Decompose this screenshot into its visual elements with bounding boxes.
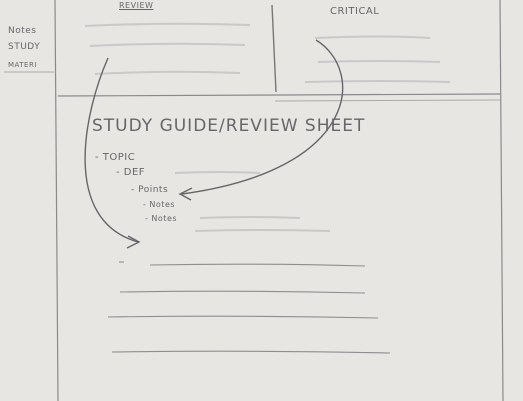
review-column-header: REVIEW xyxy=(119,1,154,10)
outline-notes-2: - Notes xyxy=(145,214,178,223)
critical-column-header: CRITICAL xyxy=(330,6,380,17)
column-divider xyxy=(271,4,277,93)
review-to-notes-arrowhead xyxy=(126,235,141,249)
critical-to-points-arrow xyxy=(181,39,344,195)
margin-label-notes: Notes xyxy=(8,26,37,36)
header-divider xyxy=(57,93,501,97)
header-divider-faint xyxy=(274,99,501,102)
outline-notes-1: - Notes xyxy=(143,200,176,209)
critical-column-scribbles xyxy=(304,35,451,83)
sheet-title: STUDY GUIDE/REVIEW SHEET xyxy=(92,116,366,136)
right-margin-line xyxy=(499,0,504,401)
writing-lines xyxy=(107,261,391,354)
outline-def: - DEF xyxy=(116,167,146,178)
review-column-scribbles xyxy=(84,22,251,75)
outline-faint-lines xyxy=(174,171,331,232)
margin-label-materials: MATERI xyxy=(8,61,37,69)
outline-points: - Points xyxy=(131,185,169,195)
margin-label-study: STUDY xyxy=(8,42,41,52)
review-to-notes-arrow xyxy=(84,57,139,243)
left-margin-line xyxy=(54,0,59,401)
outline-topic: - TOPIC xyxy=(95,152,136,163)
critical-to-points-arrowhead xyxy=(178,187,193,201)
